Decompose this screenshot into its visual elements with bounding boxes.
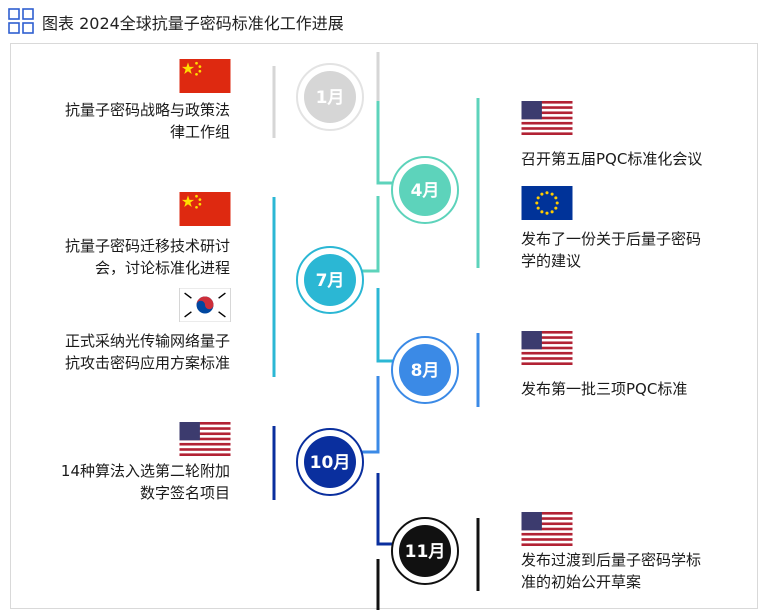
node-apr: 4月 [391, 156, 459, 224]
figure-frame [10, 43, 758, 609]
node-jul: 7月 [296, 246, 364, 314]
usa-flag-icon [521, 512, 573, 546]
node-label-jan: 1月 [316, 88, 345, 108]
node-oct: 10月 [296, 428, 364, 496]
eu-flag-icon [521, 186, 573, 220]
node-nov: 11月 [391, 517, 459, 585]
usa-flag-icon [521, 331, 573, 365]
connector-jul-aug [376, 288, 400, 363]
event-text-nov-usa: 发布过渡到后量子密码学标 准的初始公开草案 [521, 551, 702, 591]
connector-jan-apr [376, 52, 400, 185]
usa-flag-icon [179, 422, 231, 456]
chart-title: 图表 2024全球抗量子密码标准化工作进展 [42, 14, 344, 33]
node-label-oct: 10月 [310, 453, 351, 473]
event-text-apr-usa: 召开第五届PQC标准化会议 [521, 150, 703, 168]
node-label-nov: 11月 [405, 542, 446, 562]
event-text-apr-eu: 发布了一份关于后量子密码 学的建议 [521, 230, 702, 270]
node-label-jul: 7月 [316, 271, 345, 291]
node-label-apr: 4月 [411, 181, 440, 201]
node-aug: 8月 [391, 336, 459, 404]
event-text-aug-usa: 发布第一批三项PQC标准 [521, 380, 688, 398]
event-text-jan-china: 抗量子密码战略与政策法 律工作组 [64, 101, 230, 141]
node-jan: 1月 [296, 63, 364, 131]
usa-flag-icon [521, 101, 573, 135]
event-text-jul-korea: 正式采纳光传输网络量子 抗攻击密码应用方案标准 [64, 332, 230, 372]
connector-apr-jul [376, 101, 400, 185]
event-text-jul-china: 抗量子密码迁移技术研讨 会，讨论标准化进程 [64, 237, 230, 277]
connector-apr-down [358, 196, 380, 273]
grid-icon [8, 8, 34, 34]
node-label-aug: 8月 [411, 361, 440, 381]
connector-aug-oct [358, 376, 380, 454]
china-flag-icon [179, 192, 231, 226]
china-flag-icon [179, 59, 231, 93]
korea-flag-icon [179, 288, 231, 322]
event-text-oct-usa: 14种算法入选第二轮附加 数字签名项目 [60, 462, 230, 502]
